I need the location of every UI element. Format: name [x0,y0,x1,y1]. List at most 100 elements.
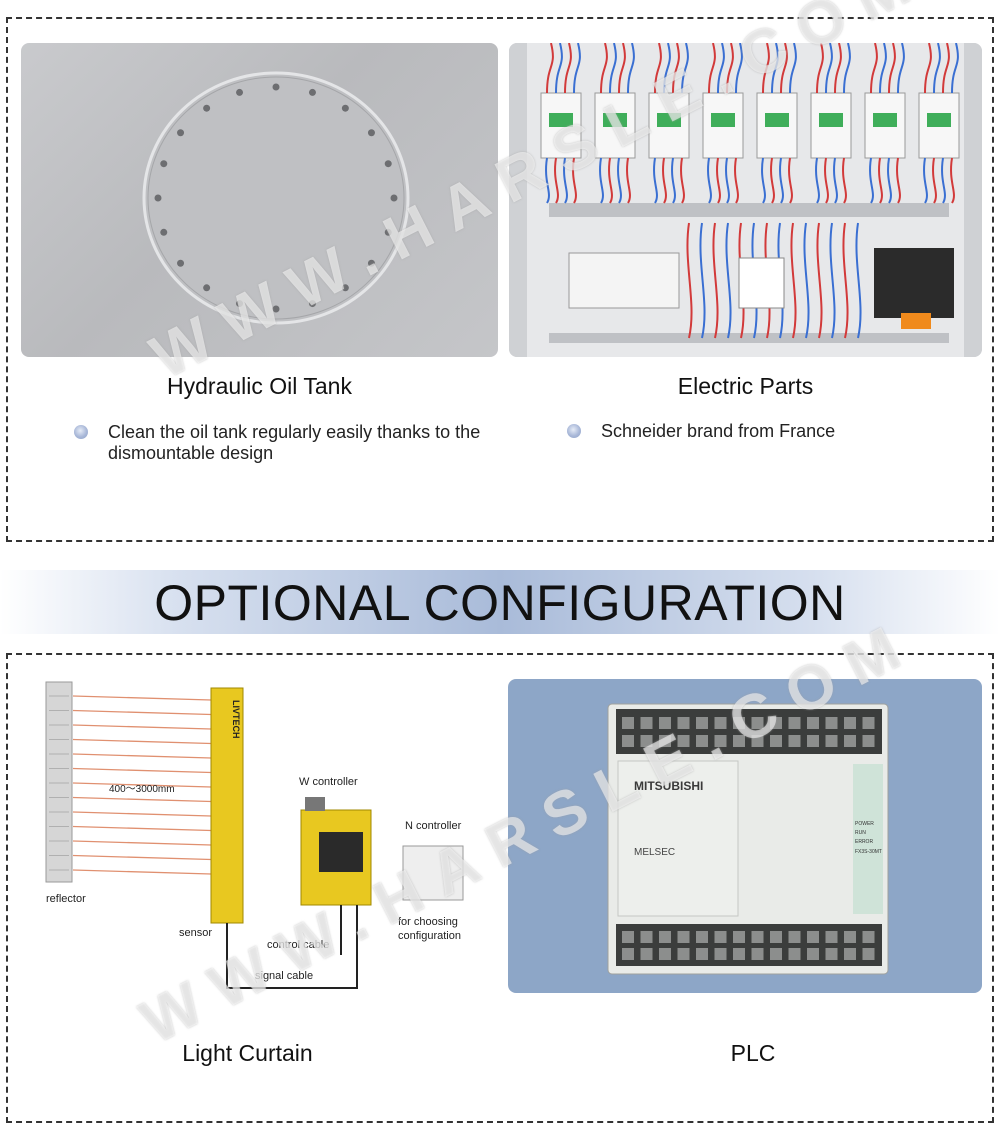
terminal-screw-icon [622,931,634,943]
terminal-screw-icon [751,735,764,747]
contactor-label-icon [549,113,573,127]
hydraulic-oil-tank-title: Hydraulic Oil Tank [167,373,352,399]
contactor-label-icon [711,113,735,127]
terminal-screw-icon [733,735,745,747]
bolt-icon [177,259,185,267]
wire-icon [896,157,901,204]
wire-icon [933,43,941,94]
wire-icon [573,43,581,94]
terminal-screw-icon [751,948,764,960]
terminal-screw-icon [640,948,653,960]
terminal-screw-icon [659,948,671,960]
terminal-screw-icon [825,931,838,943]
wire-icon [725,222,732,339]
wire-icon [789,43,797,94]
oil-tank-feature-text: Clean the oil tank regularly easily than… [108,422,481,463]
light-beam [72,738,212,745]
wire-icon [712,222,719,339]
terminal-screw-icon [807,948,819,960]
bolt-icon [154,194,162,202]
wire-icon [815,157,820,204]
wire-icon [599,157,604,204]
terminal-screw-icon [640,717,653,729]
terminal-screw-icon [640,735,653,747]
terminal-screw-icon [825,717,838,729]
wire-icon [771,43,779,94]
wire-icon [725,157,730,204]
wire-icon [834,43,842,94]
terminal-screw-icon [844,948,856,960]
contactor-label-icon [927,113,951,127]
wire-icon [734,157,739,204]
wire-icon [717,43,725,94]
wire-icon [833,157,838,204]
terminal-screw-icon [770,735,782,747]
wire-icon [686,222,693,339]
wire-icon [855,222,862,339]
bolt-icon [236,300,244,308]
wire-icon [790,222,797,339]
terminal-screw-icon [770,948,782,960]
wire-icon [681,43,689,94]
wire-icon [546,43,554,94]
terminal-screw-icon [862,948,875,960]
terminal-screw-icon [770,931,782,943]
wire-icon [672,43,680,94]
terminal-screw-icon [788,931,801,943]
bolt-icon [236,88,244,96]
wire-icon [923,157,928,204]
terminal-screw-icon [844,735,856,747]
bolt-icon [160,228,168,236]
light-curtain-title: Light Curtain [182,1040,313,1066]
contactor-label-icon [765,113,789,127]
section-banner [0,570,1000,634]
wire-icon [887,157,892,204]
bolt-icon [203,104,211,112]
terminal-screw-icon [844,717,856,729]
choosing-label-2: configuration [398,930,461,942]
terminal-screw-icon [714,735,727,747]
wire-icon [663,43,671,94]
wire-icon [770,157,775,204]
terminal-screw-icon [677,948,690,960]
terminal-screw-icon [862,717,875,729]
terminal-screw-icon [825,735,838,747]
wire-icon [825,43,833,94]
terminal-screw-icon [622,717,634,729]
bolt-icon [341,284,349,292]
terminal-screw-icon [640,931,653,943]
wire-icon [824,157,829,204]
wire-icon [924,43,932,94]
terminal-screw-icon [659,931,671,943]
wire-icon [879,43,887,94]
wire-icon [932,157,937,204]
bolt-icon [272,83,280,91]
bolt-icon [203,284,211,292]
range-label: 400～3000mm [109,784,175,795]
terminal-screw-icon [659,717,671,729]
hydraulic-oil-tank-photo [21,43,498,357]
terminal-screw-icon [788,948,801,960]
standard-config-panel [6,17,994,542]
electric-parts-feature-text: Schneider brand from France [601,421,836,441]
oil-tank-feature: Clean the oil tank regularly easily than… [74,422,494,464]
wire-icon [941,157,946,204]
terminal-screw-icon [622,735,634,747]
bolt-icon [384,160,392,168]
wire-icon [803,222,810,339]
bolt-icon [367,259,375,267]
wire-icon [788,157,793,204]
terminal-screw-icon [788,735,801,747]
wire-icon [662,157,667,204]
bolt-icon [160,160,168,168]
wire-icon [869,157,874,204]
wire-icon [627,43,635,94]
oil-tank-illustration [142,71,410,325]
light-beam [72,840,212,846]
terminal-screw-icon [696,717,708,729]
contactor-label-icon [873,113,897,127]
terminal-screw-icon [677,931,690,943]
terminal-screw-icon [770,717,782,729]
plc-illustration: MITSUBISHI MELSEC POWER RUN ERROR FX3S-3… [607,703,889,975]
light-beam [72,782,212,788]
